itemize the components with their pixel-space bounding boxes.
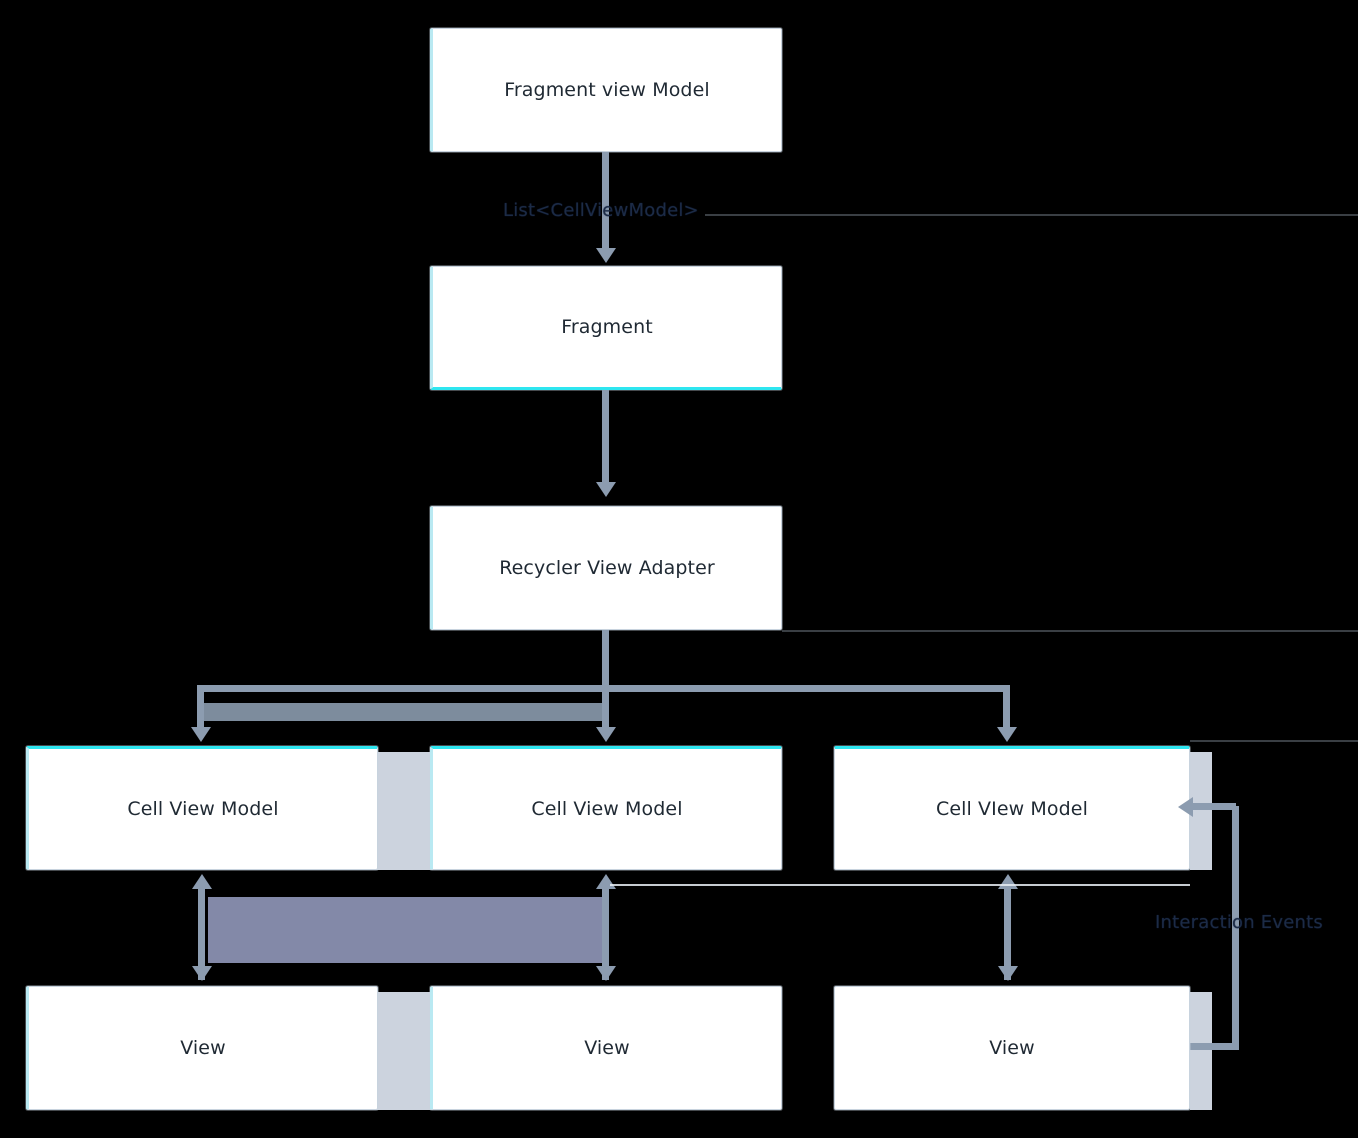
connector-cvm3-view3 xyxy=(1004,884,1011,980)
arrowhead-interaction-events xyxy=(1178,797,1193,817)
gap-fill-cellviewmodel-row xyxy=(376,752,432,870)
node-fragment-label: Fragment xyxy=(561,315,653,338)
gap-fill-view-row xyxy=(376,992,432,1110)
edge-label-list-cell-view-model: List<CellViewModel> xyxy=(503,200,699,221)
node-cell-view-model-1-label: Cell View Model xyxy=(127,797,279,820)
connector-branch-left xyxy=(197,685,204,733)
node-view-3-label: View xyxy=(989,1036,1035,1059)
arrowhead-cvm1-down xyxy=(192,966,212,981)
node-fragment-view-model[interactable]: Fragment view Model xyxy=(430,28,782,152)
node-cell-view-model-1[interactable]: Cell View Model xyxy=(26,746,378,870)
hairline-artifact-lower xyxy=(1190,740,1358,742)
arrowhead-cvm3-down xyxy=(998,966,1018,981)
node-cell-view-model-2-label: Cell View Model xyxy=(531,797,683,820)
arrowhead-cvm2-up xyxy=(596,874,616,889)
connector-branch-right xyxy=(1003,685,1010,733)
arrowhead-branch-right xyxy=(997,727,1017,742)
arrowhead-branch-center xyxy=(596,727,616,742)
node-view-1[interactable]: View xyxy=(26,986,378,1110)
connector-interaction-bottom xyxy=(1186,1043,1238,1050)
connector-interaction-top xyxy=(1190,803,1236,810)
connector-interaction-vertical xyxy=(1232,806,1239,1050)
hairline-artifact-middle xyxy=(782,630,1358,632)
arrowhead-cvm2-down xyxy=(596,966,616,981)
node-fragment-view-model-label: Fragment view Model xyxy=(504,78,710,101)
connector-cvm2-view2 xyxy=(602,884,609,980)
arrowhead-fvm-to-fragment xyxy=(596,248,616,263)
connector-fragment-to-adapter xyxy=(602,390,609,490)
connector-branch-center xyxy=(602,685,609,733)
node-cell-view-model-3[interactable]: Cell VIew Model xyxy=(834,746,1190,870)
node-recycler-view-adapter[interactable]: Recycler View Adapter xyxy=(430,506,782,630)
node-fragment[interactable]: Fragment xyxy=(430,266,782,390)
edge-label-interaction-events: Interaction Events xyxy=(1155,912,1323,933)
node-recycler-view-adapter-label: Recycler View Adapter xyxy=(499,556,715,579)
gap-fill-cellviewmodel-right xyxy=(1190,752,1212,870)
connector-cvm1-view1 xyxy=(198,884,205,980)
node-view-1-label: View xyxy=(180,1036,226,1059)
guide-line-cvm2-cvm3 xyxy=(610,884,1190,886)
arrowhead-cvm1-up xyxy=(192,874,212,889)
arrowhead-branch-left xyxy=(191,727,211,742)
purple-artifact-block xyxy=(208,897,608,963)
arrowhead-fragment-to-adapter xyxy=(596,482,616,497)
node-view-2[interactable]: View xyxy=(430,986,782,1110)
node-view-3[interactable]: View xyxy=(834,986,1190,1110)
connector-adapter-stub xyxy=(602,630,609,688)
connector-fvm-to-fragment xyxy=(602,152,609,252)
node-cell-view-model-2[interactable]: Cell View Model xyxy=(430,746,782,870)
hairline-artifact-top xyxy=(705,214,1358,216)
gap-fill-view-right xyxy=(1190,992,1212,1110)
node-view-2-label: View xyxy=(584,1036,630,1059)
connector-branch-bus-secondary xyxy=(200,703,605,721)
node-cell-view-model-3-label: Cell VIew Model xyxy=(936,797,1088,820)
arrowhead-cvm3-up xyxy=(998,874,1018,889)
